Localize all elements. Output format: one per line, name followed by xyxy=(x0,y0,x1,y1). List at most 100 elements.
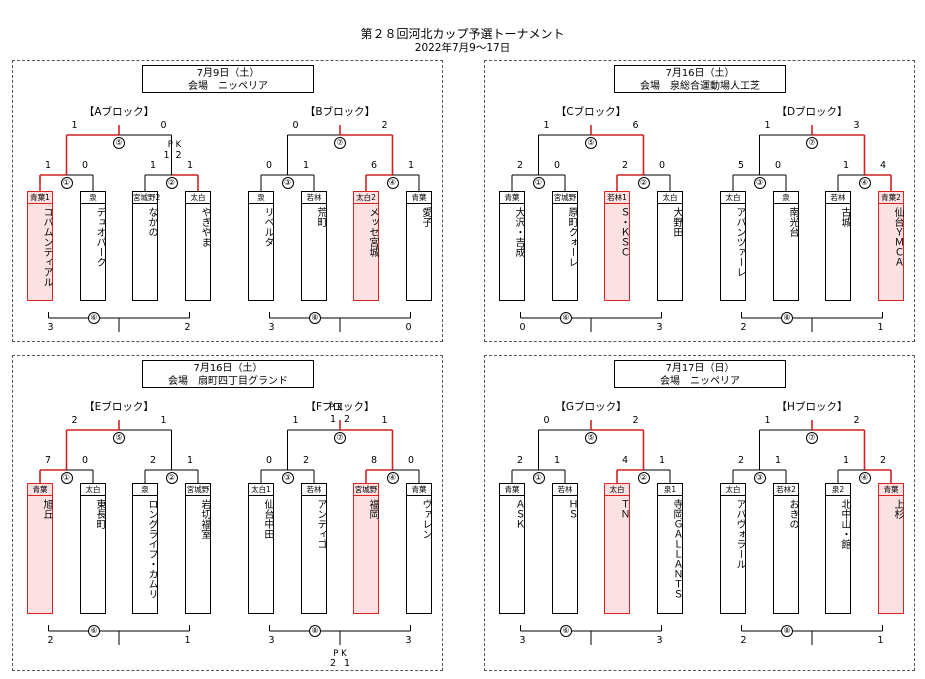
final-score-right: 0 xyxy=(160,120,167,131)
panel-header: 7月17日（日） 会場 ニッペリア xyxy=(614,360,786,388)
match-number: ④ xyxy=(386,472,399,484)
semi-score-right: 1 xyxy=(186,160,194,171)
team-district: 泉 xyxy=(774,192,798,204)
team-name-text: 荒町 xyxy=(315,207,326,227)
team-name: 荒町 xyxy=(302,207,326,227)
team-district: 宮城野2 xyxy=(133,193,161,204)
team-card: 泉デュオパーク xyxy=(80,191,106,301)
semi-score-left: 5 xyxy=(737,160,745,171)
team-name: デュオパーク xyxy=(81,207,105,267)
team-card: 青葉旭丘 xyxy=(27,483,53,614)
team-district: 青葉 xyxy=(28,484,52,496)
match-venue: 会場 ニッペリア xyxy=(660,376,740,387)
match-number: ④ xyxy=(858,472,871,484)
team-district: 青葉 xyxy=(500,192,524,204)
team-district: 青葉 xyxy=(879,484,903,496)
semi-score-right: 1 xyxy=(407,160,415,171)
team-name: Ｓ・ＫＳＣ xyxy=(605,207,629,257)
final-score-left: 2 xyxy=(71,415,78,426)
team-name-text: 大沢・吉成 xyxy=(513,207,524,257)
third-score-right: 1 xyxy=(877,635,884,646)
match-number: ⑤ xyxy=(585,432,597,444)
team-name-text: ＨＳ xyxy=(566,499,577,519)
team-name: リベルタ xyxy=(249,207,273,247)
semi-score-left: 2 xyxy=(149,455,157,466)
final-score-left: 1 xyxy=(71,120,78,131)
final-pk-score-right: 2 xyxy=(343,414,351,425)
team-name: 仙台中田 xyxy=(249,499,273,539)
semi-score-left: 7 xyxy=(44,455,52,466)
match-number: ① xyxy=(532,177,545,189)
team-district: 太白 xyxy=(658,192,682,204)
match-number: ④ xyxy=(386,177,399,189)
team-name: ＡＳＫ xyxy=(500,499,524,529)
team-name: 福岡 xyxy=(354,499,378,519)
team-name: 上杉 xyxy=(879,499,903,519)
match-number: ① xyxy=(60,472,73,484)
match-date: 7月17日（日） xyxy=(665,363,735,374)
team-name: 愛子 xyxy=(407,207,431,227)
third-score-left: 3 xyxy=(268,635,275,646)
venue-panel xyxy=(12,355,443,671)
semi-score-left: 8 xyxy=(370,455,378,466)
team-name: アバンツァーレ xyxy=(721,207,745,277)
team-name: ＴＮ xyxy=(605,499,629,519)
match-number: ② xyxy=(165,472,178,484)
team-name: アバヴォラール xyxy=(721,499,745,569)
team-name-text: 寺岡ＧＡＬＬＡＮＴＳ xyxy=(671,499,682,599)
semi-score-right: 4 xyxy=(879,160,887,171)
semi-score-left: 6 xyxy=(370,160,378,171)
team-card: 太白やぎやま xyxy=(185,191,211,301)
match-venue: 会場 泉総合運動場人工芝 xyxy=(640,81,760,92)
team-card: 青葉ヴァレン xyxy=(406,483,432,614)
team-name-text: 大野田 xyxy=(671,207,682,237)
team-card: 宮城野福岡 xyxy=(353,483,379,614)
semi-score-left: 1 xyxy=(44,160,52,171)
block-name: 【Eブロック】 xyxy=(84,401,154,413)
block-name: 【Gブロック】 xyxy=(555,401,627,413)
team-card: 青葉愛子 xyxy=(406,191,432,301)
final-score-left: 1 xyxy=(543,120,550,131)
panel-header: 7月16日（土）会場 泉総合運動場人工芝 xyxy=(614,65,786,93)
semi-score-left: 1 xyxy=(149,160,157,171)
team-name: 大野田 xyxy=(658,207,682,237)
match-number: ⑧ xyxy=(309,625,321,637)
team-name-text: アンティゴ xyxy=(315,499,326,549)
team-name-text: 東長町 xyxy=(94,499,105,529)
semi-score-right: 1 xyxy=(553,455,561,466)
third-score-right: 3 xyxy=(405,635,412,646)
team-district: 青葉1 xyxy=(28,192,52,204)
semi-score-left: 4 xyxy=(621,455,629,466)
team-district: 青葉2 xyxy=(879,192,903,204)
team-district: 若林 xyxy=(302,484,326,496)
team-name-text: 福岡 xyxy=(367,499,378,519)
team-district: 若林1 xyxy=(605,192,629,204)
team-name: ヴァレン xyxy=(407,499,431,539)
semi-score-left: 2 xyxy=(621,160,629,171)
team-name-text: アバヴォラール xyxy=(734,499,745,569)
semi-score-right: 1 xyxy=(774,455,782,466)
match-number: ⑦ xyxy=(806,432,818,444)
venue-panel xyxy=(484,355,915,671)
team-card: 太白アバンツァーレ xyxy=(720,191,746,301)
final-score-left: 1 xyxy=(764,415,771,426)
team-name: 旭丘 xyxy=(28,499,52,519)
match-number: ⑤ xyxy=(113,137,125,149)
final-score-right: 2 xyxy=(632,415,639,426)
match-number: ⑥ xyxy=(560,625,572,637)
semi-score-right: 1 xyxy=(186,455,194,466)
venue-panel xyxy=(484,60,915,342)
semi-score-right: 0 xyxy=(774,160,782,171)
match-number: ③ xyxy=(281,472,294,484)
team-card: 宮城野2 なかの xyxy=(132,191,161,301)
team-name-text: なかの xyxy=(146,207,157,237)
semi-score-right: 1 xyxy=(302,160,310,171)
final-pk-label: P K xyxy=(329,403,343,413)
team-name-text: 仙台中田 xyxy=(262,499,273,539)
team-card: 太白東長町 xyxy=(80,483,106,614)
third-score-right: 1 xyxy=(877,322,884,333)
team-name-text: 南光台 xyxy=(787,207,798,237)
